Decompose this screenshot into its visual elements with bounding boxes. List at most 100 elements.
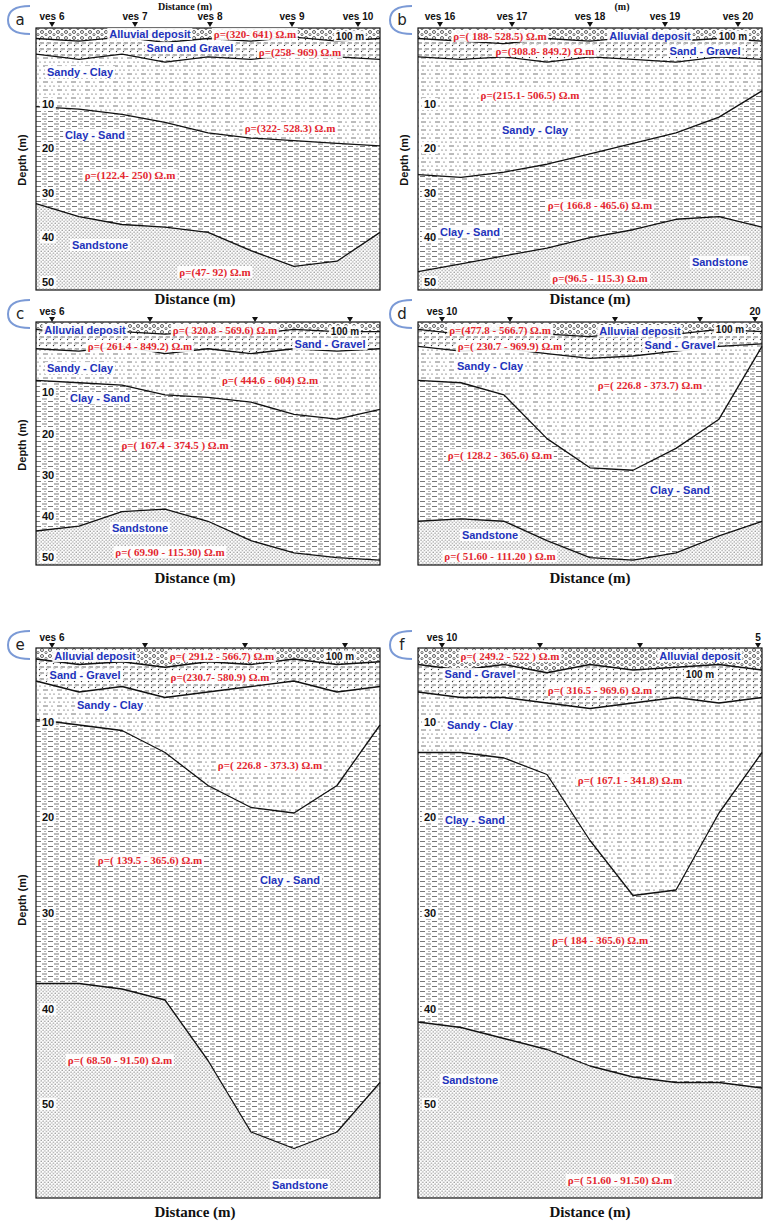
resistivity-value: ρ=( 51.60 - 91.50) Ω.m bbox=[566, 1174, 674, 1186]
panel-letter: e bbox=[13, 636, 26, 654]
layer-name: Sandstone bbox=[70, 239, 130, 251]
layer-name: Sandstone bbox=[460, 529, 520, 541]
section-panel bbox=[418, 322, 762, 565]
section-panel bbox=[36, 322, 380, 565]
layer-name: Sand - Gravel bbox=[48, 669, 123, 681]
depth-tick: 10 bbox=[422, 716, 438, 728]
layer-name: Sandstone bbox=[270, 1179, 330, 1191]
layer-name: Alluvial deposit bbox=[52, 650, 137, 662]
resistivity-value: ρ=(477.8 - 566.7) Ω.m bbox=[447, 324, 553, 336]
resistivity-value: ρ=( 230.7 - 969.9) Ω.m bbox=[456, 340, 564, 352]
resistivity-value: ρ=( 68.50 - 91.50) Ω.m bbox=[66, 1054, 174, 1066]
depth-tick: 40 bbox=[40, 1003, 56, 1015]
ves-station: ves 10 bbox=[341, 11, 376, 22]
depth-tick: 30 bbox=[40, 187, 56, 199]
ves-station: ves 19 bbox=[648, 11, 683, 22]
depth-tick: 50 bbox=[40, 276, 56, 288]
axis-title: Depth (m) bbox=[16, 417, 28, 472]
axis-title: Depth (m) bbox=[16, 132, 28, 187]
axis-title: Depth (m) bbox=[398, 132, 410, 187]
depth-tick: 10 bbox=[40, 98, 56, 110]
depth-tick: 20 bbox=[422, 811, 438, 823]
resistivity-value: ρ=( 167.4 - 374.5 ) Ω.m bbox=[119, 439, 230, 451]
axis-title: (m) bbox=[613, 1, 632, 12]
scale-label: 100 m bbox=[714, 324, 746, 335]
layer-name: Sand and Gravel bbox=[145, 42, 236, 54]
layer-name: Sandy - Clay bbox=[445, 719, 515, 731]
section-panel bbox=[36, 28, 380, 290]
scale-label: 100 m bbox=[324, 651, 356, 662]
panel-letter: c bbox=[14, 305, 26, 323]
ves-station: ves 10 bbox=[425, 306, 460, 317]
resistivity-value: ρ=(322- 528.3) Ω.m bbox=[243, 122, 338, 134]
depth-tick: 20 bbox=[40, 142, 56, 154]
ves-station: ves 10 bbox=[425, 632, 460, 643]
layer-name: Alluvial deposit bbox=[597, 325, 682, 337]
scale-label: 100 m bbox=[329, 326, 361, 337]
ves-station: ves 6 bbox=[37, 306, 66, 317]
ves-station: ves 9 bbox=[277, 11, 306, 22]
layer-name: Sand - Gravel bbox=[643, 339, 718, 351]
resistivity-value: ρ=( 226.8 - 373.7) Ω.m bbox=[596, 379, 704, 391]
panel-letter: b bbox=[395, 11, 409, 29]
depth-tick: 50 bbox=[422, 276, 438, 288]
layer-name: Clay - Sand bbox=[63, 129, 127, 141]
scale-label: 100 m bbox=[684, 669, 716, 680]
layer-name: Alluvial deposit bbox=[42, 324, 127, 336]
layer-name: Sandstone bbox=[110, 522, 170, 534]
depth-tick: 20 bbox=[422, 142, 438, 154]
ves-station: 5 bbox=[753, 632, 763, 643]
section-panel bbox=[418, 648, 762, 1198]
panel-bracket bbox=[8, 6, 412, 659]
scale-label: 100 m bbox=[717, 31, 749, 42]
panel-letter: f bbox=[397, 636, 406, 654]
resistivity-value: ρ=( 226.8 - 373.3) Ω.m bbox=[216, 759, 324, 771]
resistivity-value: ρ=(320- 641) Ω.m bbox=[212, 28, 298, 40]
axis-title: Distance (m) bbox=[152, 291, 237, 308]
layer-name: Clay - Sand bbox=[438, 226, 502, 238]
resistivity-value: ρ=( 291.2 - 566.7) Ω.m bbox=[168, 650, 276, 662]
ves-station: ves 6 bbox=[37, 11, 66, 22]
layer-name: Sandstone bbox=[690, 256, 750, 268]
layer-name: Alluvial deposit bbox=[657, 650, 742, 662]
resistivity-value: ρ=( 51.60 - 111.20 ) Ω.m bbox=[442, 550, 557, 562]
panel-letter: d bbox=[395, 305, 409, 323]
resistivity-value: ρ=( 166.8 - 465.6) Ω.m bbox=[546, 199, 654, 211]
resistivity-value: ρ=( 249.2 - 522 ) Ω.m bbox=[459, 650, 562, 662]
layer-name: Sand - Gravel bbox=[668, 45, 743, 57]
axis-title: Distance (m) bbox=[547, 1204, 632, 1221]
axis-title: Distance (m) bbox=[547, 291, 632, 308]
axis-title: Depth (m) bbox=[16, 872, 28, 927]
panel-letter: a bbox=[13, 11, 26, 29]
ves-station: ves 16 bbox=[423, 11, 458, 22]
depth-tick: 50 bbox=[40, 1098, 56, 1110]
depth-tick: 40 bbox=[40, 231, 56, 243]
depth-tick: 30 bbox=[422, 187, 438, 199]
depth-tick: 10 bbox=[40, 716, 56, 728]
resistivity-value: ρ=( 444.6 - 604) Ω.m bbox=[220, 374, 320, 386]
layer-name: Alluvial deposit bbox=[107, 28, 192, 40]
depth-tick: 30 bbox=[40, 907, 56, 919]
axis-title: Distance (m) bbox=[152, 1204, 237, 1221]
resistivity-value: ρ=(230.7- 580.9) Ω.m bbox=[169, 671, 272, 683]
resistivity-value: ρ=( 139.5 - 365.6) Ω.m bbox=[96, 854, 204, 866]
resistivity-value: ρ=( 167.1 - 341.8) Ω.m bbox=[576, 774, 684, 786]
depth-tick: 30 bbox=[422, 907, 438, 919]
resistivity-value: ρ=( 316.5 - 969.6) Ω.m bbox=[546, 684, 654, 696]
layer-name: Sandy - Clay bbox=[45, 66, 115, 78]
ves-station: ves 8 bbox=[195, 11, 224, 22]
layer-name: Sandstone bbox=[440, 1074, 500, 1086]
ves-station: ves 7 bbox=[120, 11, 149, 22]
layer-name: Sandy - Clay bbox=[75, 699, 145, 711]
axis-title: Distance (m) bbox=[547, 570, 632, 587]
resistivity-value: ρ=(258- 969) Ω.m bbox=[257, 46, 343, 58]
depth-tick: 40 bbox=[422, 1003, 438, 1015]
layer-name: Clay - Sand bbox=[258, 874, 322, 886]
resistivity-value: ρ=( 184 - 365.6) Ω.m bbox=[550, 934, 650, 946]
ves-station: ves 17 bbox=[495, 11, 530, 22]
axis-title: Distance (m) bbox=[152, 570, 237, 587]
depth-tick: 40 bbox=[422, 231, 438, 243]
resistivity-value: ρ=( 320.8 - 569.6) Ω.m bbox=[171, 324, 279, 336]
